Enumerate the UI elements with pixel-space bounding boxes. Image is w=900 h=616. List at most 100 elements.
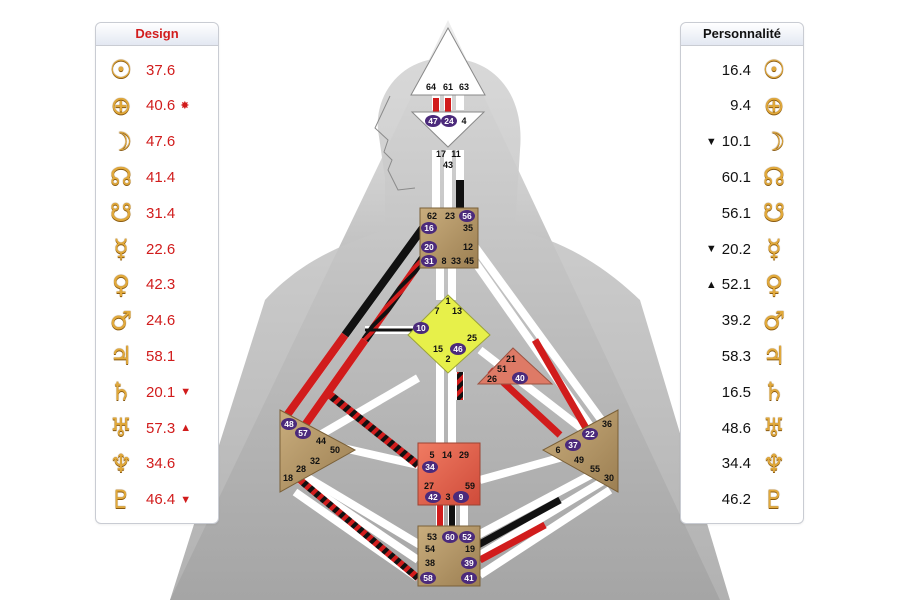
personality-row: ▼20.2☿ xyxy=(706,234,789,264)
gate-label: 27 xyxy=(424,481,434,491)
gate-label: 19 xyxy=(465,544,475,554)
personality-value: 56.1 xyxy=(721,204,751,222)
gate-label: 14 xyxy=(442,450,452,460)
sun-icon: ☉ xyxy=(109,55,133,84)
gate-label: 22 xyxy=(585,429,595,439)
gate-label: 17 xyxy=(436,149,446,159)
gate-label: 58 xyxy=(423,573,433,583)
design-row: ♅57.3▲ xyxy=(106,413,191,443)
g-center xyxy=(407,294,491,374)
gate-label: 49 xyxy=(574,455,584,465)
personality-header: Personnalité xyxy=(681,23,803,46)
gate-label: 7 xyxy=(434,306,439,316)
personality-row: 16.4 ☉ xyxy=(717,55,789,85)
gate-label: 33 xyxy=(451,256,461,266)
earth-icon: ⊕ xyxy=(110,90,132,120)
gate-label: 1 xyxy=(445,296,450,306)
gate-label: 36 xyxy=(602,419,612,429)
personality-value: 39.2 xyxy=(721,312,751,330)
personality-row: 58.3♃ xyxy=(717,341,789,371)
gate-label: 8 xyxy=(441,256,446,266)
gate-label: 24 xyxy=(444,116,454,126)
gate-label: 57 xyxy=(298,428,308,438)
personality-row: 39.2♂ xyxy=(717,306,789,336)
activation-mark: ▼ xyxy=(705,243,717,255)
gate-label: 18 xyxy=(283,473,293,483)
design-row: ⊕ 40.6 ✸ xyxy=(106,90,190,121)
personality-row: 60.1☊ xyxy=(717,162,789,192)
design-value: 58.1 xyxy=(146,347,176,365)
gate-label: 47 xyxy=(428,116,438,126)
personality-value: 9.4 xyxy=(730,97,751,115)
gate-label: 12 xyxy=(463,242,473,252)
south-node-icon: ☋ xyxy=(109,198,133,228)
uranus-icon: ♅ xyxy=(109,413,133,442)
gate-label: 62 xyxy=(427,211,437,221)
gate-labels: 64 61 63 47 24 4 17 11 43 62 23 56 16 35… xyxy=(283,82,614,583)
personality-row: ▼10.1☽ xyxy=(706,127,789,157)
personality-value: 16.4 xyxy=(721,61,751,79)
jupiter-icon: ♃ xyxy=(109,341,133,371)
gate-label: 35 xyxy=(463,223,473,233)
personality-value: 60.1 xyxy=(721,168,751,186)
personality-row: ▲52.1♀ xyxy=(706,270,789,300)
sun-icon: ☉ xyxy=(762,55,786,84)
gate-label: 64 xyxy=(426,82,436,92)
active-gate-markers xyxy=(281,115,598,584)
design-row: ☋31.4 xyxy=(106,198,180,228)
pluto-icon: ♇ xyxy=(762,484,786,514)
design-value: 47.6 xyxy=(146,133,176,151)
gate-label: 59 xyxy=(465,481,475,491)
gate-label: 29 xyxy=(459,450,469,460)
design-value: 34.6 xyxy=(146,455,176,473)
gate-label: 16 xyxy=(424,223,434,233)
gate-label: 13 xyxy=(452,306,462,316)
gate-label: 30 xyxy=(604,473,614,483)
gate-label: 26 xyxy=(487,374,497,384)
gate-label: 11 xyxy=(451,149,461,159)
personality-value: 34.4 xyxy=(721,455,751,473)
activation-mark: ▼ xyxy=(180,386,192,399)
gate-label: 41 xyxy=(464,573,474,583)
mercury-icon: ☿ xyxy=(766,234,782,263)
personality-row: 34.4 ♆ xyxy=(717,449,789,479)
solar-plexus-center xyxy=(541,409,619,493)
gate-label: 54 xyxy=(425,544,435,554)
gate-label: 28 xyxy=(296,464,306,474)
gate-label: 10 xyxy=(416,323,426,333)
gate-label: 15 xyxy=(433,344,443,354)
gate-label: 23 xyxy=(445,211,455,221)
gate-label: 38 xyxy=(425,558,435,568)
personality-row: 56.1☋ xyxy=(717,198,789,228)
neptune-icon: ♆ xyxy=(762,448,786,478)
saturn-icon: ♄ xyxy=(109,377,133,407)
gate-label: 63 xyxy=(459,82,469,92)
personality-value: 46.2 xyxy=(721,491,751,509)
pluto-icon: ♇ xyxy=(109,484,133,514)
personality-panel: Personnalité 16.4☉9.4⊕▼10.1☽60.1☊56.1☋▼2… xyxy=(680,22,804,524)
activation-mark: ▲ xyxy=(705,278,717,291)
design-row: ♄20.1▼ xyxy=(106,377,191,407)
personality-value: 16.5 xyxy=(721,383,751,401)
personality-value: 58.3 xyxy=(721,347,751,365)
gate-label: 50 xyxy=(330,445,340,455)
personality-value: 48.6 xyxy=(721,419,751,437)
design-row: ☊41.4 xyxy=(106,162,180,192)
personality-row: 16.5♄ xyxy=(717,377,789,407)
design-value: 40.6 xyxy=(146,97,176,115)
gate-label: 31 xyxy=(424,256,434,266)
design-value: 57.3 xyxy=(146,419,176,437)
gate-label: 56 xyxy=(462,211,472,221)
personality-row: 46.2 ♇ xyxy=(717,485,789,515)
design-row: ♇46.4▼ xyxy=(106,485,191,515)
gate-label: 5 xyxy=(429,450,434,460)
activation-mark: ✸ xyxy=(180,100,190,113)
design-value: 41.4 xyxy=(146,168,176,186)
gate-label: 3 xyxy=(445,492,450,502)
gate-label: 61 xyxy=(443,82,453,92)
gate-label: 52 xyxy=(462,532,472,542)
personality-value: 10.1 xyxy=(721,133,751,151)
gate-label: 45 xyxy=(464,256,474,266)
head-center xyxy=(410,26,486,96)
